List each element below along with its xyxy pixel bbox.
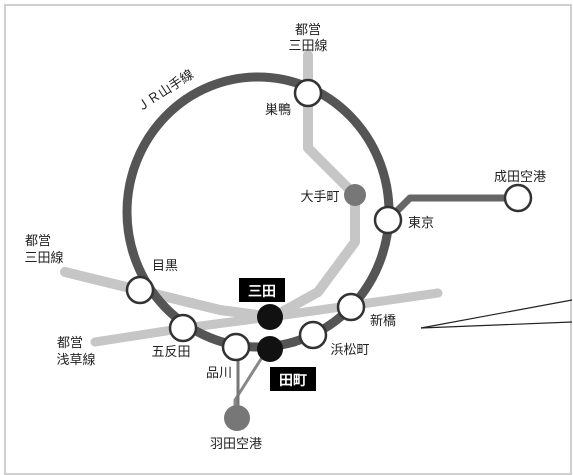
meguro-label: 目黒: [152, 259, 178, 274]
station-narita[interactable]: [503, 183, 533, 213]
haneda-label: 羽田空港: [210, 437, 262, 452]
mita-line-route: [60, 50, 360, 322]
station-tokyo[interactable]: [373, 205, 403, 235]
station-shinagawa[interactable]: [221, 332, 251, 362]
mita-north-label-2: 三田線: [288, 38, 327, 54]
narita-label: 成田空港: [494, 170, 546, 185]
otemachi-label: 大手町: [300, 190, 339, 205]
mita-north-label-1: 都営: [295, 23, 321, 38]
hamamatsucho-label: 浜松町: [330, 343, 369, 358]
tamachi-label-box: [270, 367, 316, 391]
callout-line-bottom: [420, 321, 573, 329]
shinagawa-label: 品川: [206, 366, 232, 381]
station-sugamo[interactable]: [293, 78, 323, 108]
tokyo-label: 東京: [408, 215, 434, 231]
mita-west-label-1: 都営: [25, 234, 51, 249]
mita-west-label-2: 三田線: [24, 250, 63, 266]
asakusa-label-2: 浅草線: [56, 352, 95, 368]
map-frame: [4, 4, 572, 475]
shinbashi-label: 新橋: [370, 313, 396, 329]
mita-label-box: [239, 278, 285, 302]
station-hamamatsucho[interactable]: [298, 320, 328, 350]
tamachi-label: 田町: [279, 373, 307, 389]
station-shinbashi[interactable]: [336, 292, 366, 322]
sugamo-label: 巣鴨: [265, 103, 291, 118]
asakusa-label-1: 都営: [57, 336, 83, 351]
callout-line-top: [420, 299, 573, 329]
station-otemachi[interactable]: [344, 184, 366, 206]
station-mita[interactable]: [257, 304, 283, 330]
gotanda-label: 五反田: [151, 345, 190, 360]
mita-label: 三田: [248, 284, 276, 300]
station-tamachi[interactable]: [257, 336, 283, 362]
station-haneda[interactable]: [224, 405, 250, 431]
station-gotanda[interactable]: [168, 313, 198, 343]
station-meguro[interactable]: [125, 275, 155, 305]
